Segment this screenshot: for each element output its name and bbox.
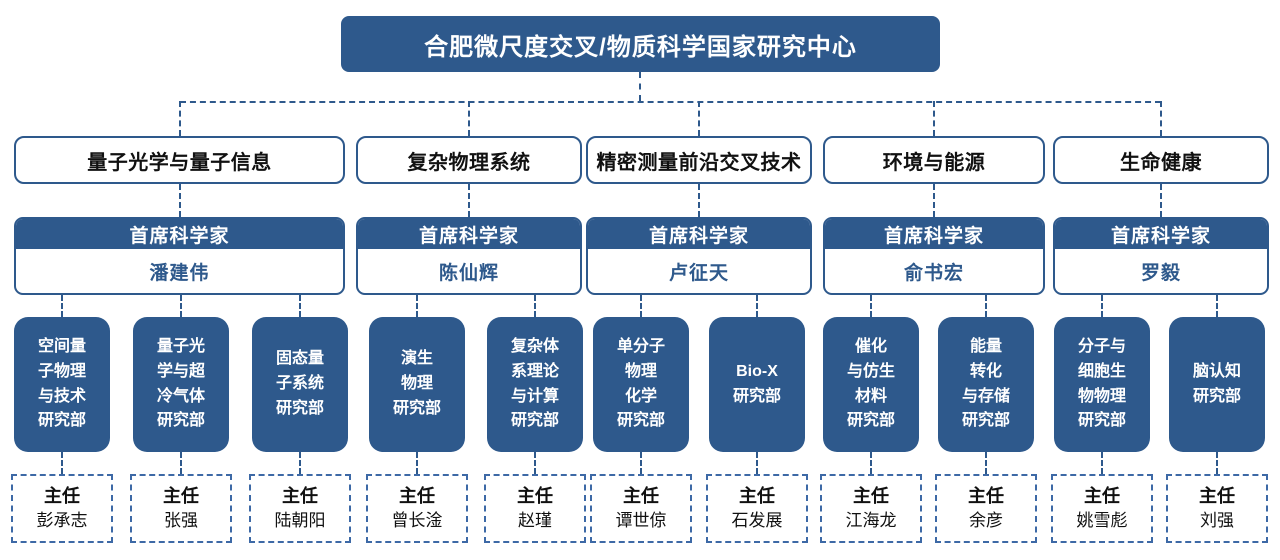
connector-director-drop [534,452,536,474]
department-box: 空间量 子物理 与技术 研究部 [14,317,110,452]
connector-director-drop [756,452,758,474]
connector-dept-drop [534,295,536,317]
chief-name: 罗毅 [1140,262,1181,284]
connector-branch-drop [179,101,181,136]
director-box: 主任 张强 [130,474,232,543]
department-box: Bio-X 研究部 [709,317,805,452]
director-title-label: 主任 [44,486,80,506]
connector-root-stem [639,72,641,101]
connector-chief-drop [1160,184,1162,217]
connector-branch-drop [1160,101,1162,136]
director-name: 姚雪彪 [1076,511,1128,531]
connector-dept-drop [756,295,758,317]
director-name: 张强 [164,511,198,531]
chief-header-label: 首席科学家 [358,219,580,249]
connector-branch-drop [933,101,935,136]
chief-card: 首席科学家 俞书宏 [823,217,1045,295]
director-box: 主任 曾长淦 [366,474,468,543]
director-name: 余彦 [969,511,1003,531]
branch-box-environment-energy: 环境与能源 [823,136,1045,184]
director-title-label: 主任 [163,486,199,506]
connector-director-drop [1216,452,1218,474]
connector-dept-drop [61,295,63,317]
director-title-label: 主任 [1199,486,1235,506]
connector-director-drop [180,452,182,474]
connector-chief-drop [179,184,181,217]
department-box: 脑认知 研究部 [1169,317,1265,452]
branch-box-quantum-optics: 量子光学与量子信息 [14,136,345,184]
branch-box-life-health: 生命健康 [1053,136,1269,184]
department-box: 固态量 子系统 研究部 [252,317,348,452]
director-name: 刘强 [1200,511,1234,531]
connector-director-drop [299,452,301,474]
director-box: 主任 姚雪彪 [1051,474,1153,543]
connector-chief-drop [933,184,935,217]
connector-dept-drop [416,295,418,317]
director-name: 谭世倞 [615,511,667,531]
branch-box-precision-measurement: 精密测量前沿交叉技术 [586,136,812,184]
director-box: 主任 余彦 [935,474,1037,543]
director-name: 曾长淦 [391,511,443,531]
connector-director-drop [985,452,987,474]
connector-dept-drop [870,295,872,317]
connector-director-drop [416,452,418,474]
connector-dept-drop [985,295,987,317]
connector-director-drop [640,452,642,474]
chief-header-label: 首席科学家 [588,219,810,249]
connector-dept-drop [299,295,301,317]
director-title-label: 主任 [853,486,889,506]
department-box: 量子光 学与超 冷气体 研究部 [133,317,229,452]
director-box: 主任 刘强 [1166,474,1268,543]
director-box: 主任 谭世倞 [590,474,692,543]
director-box: 主任 陆朝阳 [249,474,351,543]
director-title-label: 主任 [968,486,1004,506]
chief-header-label: 首席科学家 [16,219,343,249]
director-name: 彭承志 [36,511,88,531]
chief-name: 俞书宏 [903,262,964,284]
connector-chief-drop [698,184,700,217]
director-name: 江海龙 [845,511,897,531]
department-box: 能量 转化 与存储 研究部 [938,317,1034,452]
chief-header-label: 首席科学家 [1055,219,1267,249]
connector-branch-drop [468,101,470,136]
director-name: 赵瑾 [518,511,552,531]
chief-header-label: 首席科学家 [825,219,1043,249]
director-name: 石发展 [731,511,783,531]
connector-director-drop [1101,452,1103,474]
org-root-title: 合肥微尺度交叉/物质科学国家研究中心 [341,16,940,72]
chief-name: 卢征天 [668,262,729,284]
director-title-label: 主任 [623,486,659,506]
chief-card: 首席科学家 罗毅 [1053,217,1269,295]
chief-card: 首席科学家 陈仙辉 [356,217,582,295]
department-box: 分子与 细胞生 物物理 研究部 [1054,317,1150,452]
director-box: 主任 彭承志 [11,474,113,543]
branch-box-complex-physics: 复杂物理系统 [356,136,582,184]
chief-name: 潘建伟 [149,262,210,284]
director-title-label: 主任 [399,486,435,506]
director-title-label: 主任 [1084,486,1120,506]
director-box: 主任 江海龙 [820,474,922,543]
connector-director-drop [61,452,63,474]
chief-card: 首席科学家 潘建伟 [14,217,345,295]
department-box: 复杂体 系理论 与计算 研究部 [487,317,583,452]
connector-dept-drop [1101,295,1103,317]
connector-dept-drop [640,295,642,317]
connector-branch-bus [180,101,1161,103]
director-name: 陆朝阳 [274,511,326,531]
connector-branch-drop [698,101,700,136]
connector-chief-drop [468,184,470,217]
chief-card: 首席科学家 卢征天 [586,217,812,295]
department-box: 催化 与仿生 材料 研究部 [823,317,919,452]
director-box: 主任 石发展 [706,474,808,543]
chief-name: 陈仙辉 [438,262,499,284]
connector-dept-drop [180,295,182,317]
director-title-label: 主任 [739,486,775,506]
director-title-label: 主任 [517,486,553,506]
connector-dept-drop [1216,295,1218,317]
director-box: 主任 赵瑾 [484,474,586,543]
department-box: 演生 物理 研究部 [369,317,465,452]
connector-director-drop [870,452,872,474]
director-title-label: 主任 [282,486,318,506]
department-box: 单分子 物理 化学 研究部 [593,317,689,452]
